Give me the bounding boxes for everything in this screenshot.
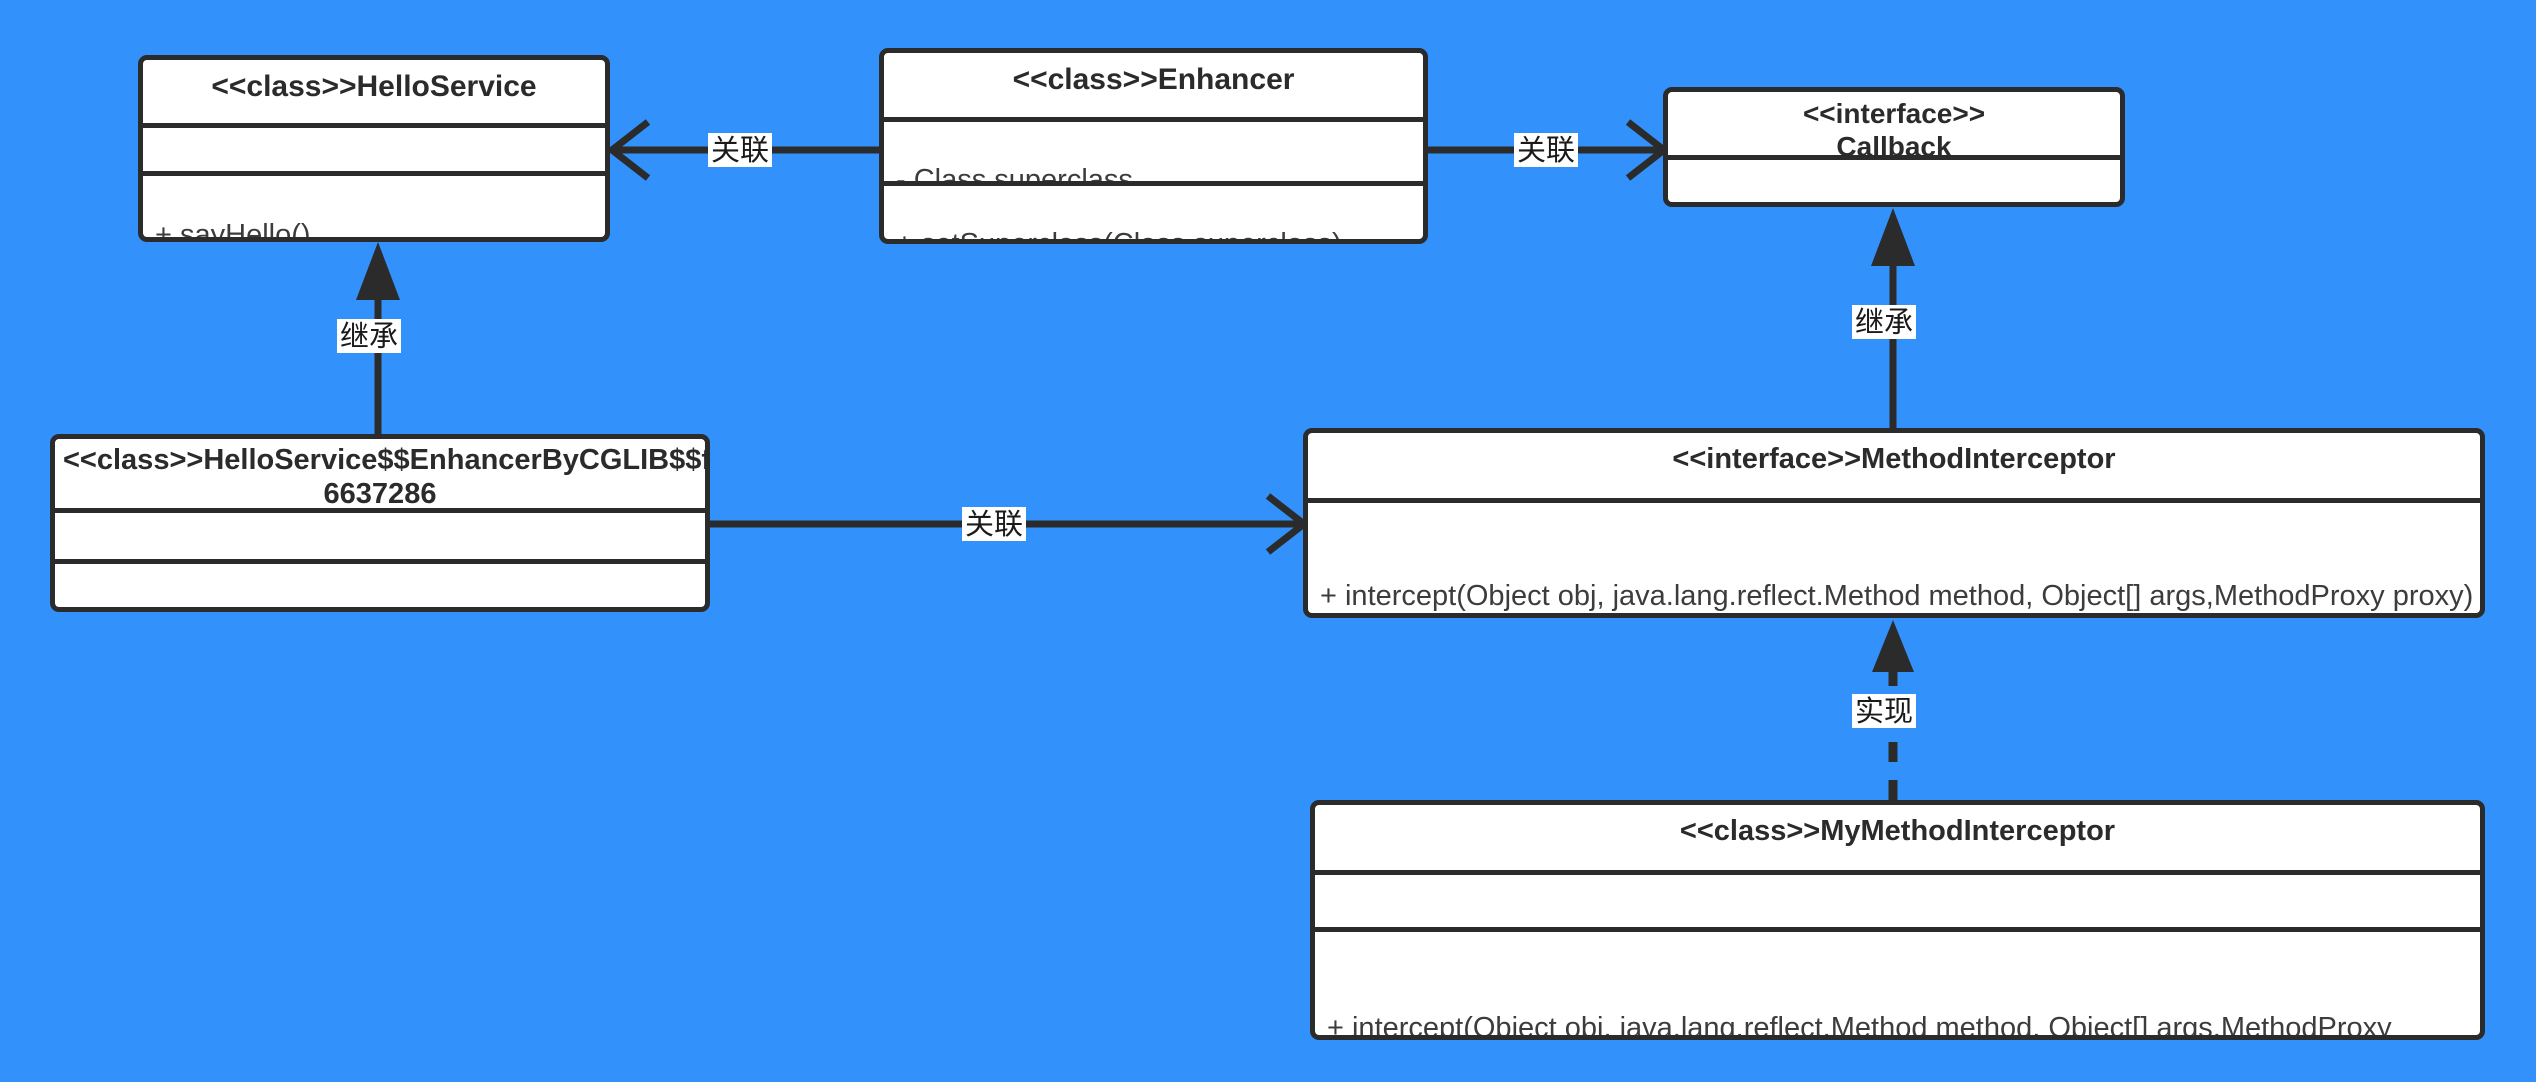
class-box-enhancer[interactable]: <<class>>Enhancer - Class superclass - C… — [879, 48, 1428, 244]
class-attributes-my-method-interceptor — [1315, 875, 2480, 881]
method-item: + sayHello() — [69, 605, 693, 608]
attribute-item: - Class superclass — [896, 163, 1133, 181]
class-title-method-interceptor: <<interface>>MethodInterceptor — [1672, 443, 2116, 475]
edge-label-enhancer-to-helloservice: 关联 — [708, 133, 773, 168]
method-item: + sayHello() — [155, 218, 311, 237]
edge-label-proxy-to-helloservice: 继承 — [337, 319, 402, 354]
edge-label-methodinterceptor-to-callback: 继承 — [1852, 305, 1917, 340]
class-body-compartment-callback — [1668, 155, 2120, 202]
class-methods-method-interceptor: + intercept(Object obj, java.lang.reflec… — [1308, 503, 2480, 613]
class-attributes-compartment-my-method-interceptor — [1315, 870, 2480, 927]
class-title-my-method-interceptor: <<class>>MyMethodInterceptor — [1679, 815, 2116, 847]
class-box-hello-service[interactable]: <<class>>HelloService + sayHello() + fin… — [138, 55, 610, 242]
attribute-item: - private MethodInterceptor CGLIB$CALLBA… — [69, 554, 705, 559]
class-methods-enhancer: + setSuperclass(Class superclass) + setC… — [884, 186, 1423, 244]
class-title-compartment-proxy-class: <<class>>HelloService$$EnhancerByCGLIB$$… — [55, 439, 705, 508]
class-attributes-proxy-class: - private MethodInterceptor CGLIB$CALLBA… — [55, 513, 705, 559]
class-attributes-compartment-hello-service — [143, 123, 605, 171]
class-box-callback[interactable]: <<interface>> Callback — [1663, 87, 2125, 207]
class-title-compartment-method-interceptor: <<interface>>MethodInterceptor — [1308, 433, 2480, 498]
class-box-proxy-class[interactable]: <<class>>HelloService$$EnhancerByCGLIB$$… — [50, 434, 710, 612]
class-title-proxy-class: <<class>>HelloService$$EnhancerByCGLIB$$… — [63, 444, 705, 508]
class-title-hello-service: <<class>>HelloService — [211, 70, 537, 103]
class-attributes-compartment-proxy-class: - private MethodInterceptor CGLIB$CALLBA… — [55, 508, 705, 559]
class-attributes-hello-service — [143, 128, 605, 134]
class-methods-compartment-enhancer: + setSuperclass(Class superclass) + setC… — [884, 181, 1423, 244]
class-methods-compartment-hello-service: + sayHello() + final sayOthers(String na… — [143, 171, 605, 237]
class-members-callback — [1668, 160, 2120, 166]
edge-label-enhancer-to-callback: 关联 — [1514, 133, 1579, 168]
class-methods-my-method-interceptor: + intercept(Object obj, java.lang.reflec… — [1315, 932, 2480, 1040]
class-box-method-interceptor[interactable]: <<interface>>MethodInterceptor + interce… — [1303, 428, 2485, 618]
class-title-compartment-my-method-interceptor: <<class>>MyMethodInterceptor — [1315, 805, 2480, 870]
class-title-enhancer: <<class>>Enhancer — [1012, 63, 1295, 96]
method-item: + intercept(Object obj, java.lang.reflec… — [1327, 1011, 2392, 1040]
class-methods-compartment-method-interceptor: + intercept(Object obj, java.lang.reflec… — [1308, 498, 2480, 613]
class-title-compartment-enhancer: <<class>>Enhancer — [884, 53, 1423, 117]
edge-label-proxy-to-methodinterceptor: 关联 — [962, 507, 1027, 542]
edge-label-mymethodinterceptor-to-methodinterceptor: 实现 — [1852, 694, 1917, 729]
method-item: + intercept(Object obj, java.lang.reflec… — [1320, 579, 2474, 612]
class-title-compartment-hello-service: <<class>>HelloService — [143, 60, 605, 123]
class-methods-hello-service: + sayHello() + final sayOthers(String na… — [143, 176, 605, 237]
class-attributes-enhancer: - Class superclass - Callback[] callback… — [884, 122, 1423, 181]
class-title-compartment-callback: <<interface>> Callback — [1668, 92, 2120, 155]
class-attributes-compartment-enhancer: - Class superclass - Callback[] callback… — [884, 117, 1423, 181]
class-title-callback: <<interface>> Callback — [1802, 98, 1986, 155]
method-item: + setSuperclass(Class superclass) — [896, 227, 1342, 244]
class-methods-proxy-class: + sayHello() — [55, 564, 705, 608]
class-box-my-method-interceptor[interactable]: <<class>>MyMethodInterceptor + intercept… — [1310, 800, 2485, 1040]
class-methods-compartment-my-method-interceptor: + intercept(Object obj, java.lang.reflec… — [1315, 927, 2480, 1040]
class-methods-compartment-proxy-class: + sayHello() — [55, 559, 705, 607]
